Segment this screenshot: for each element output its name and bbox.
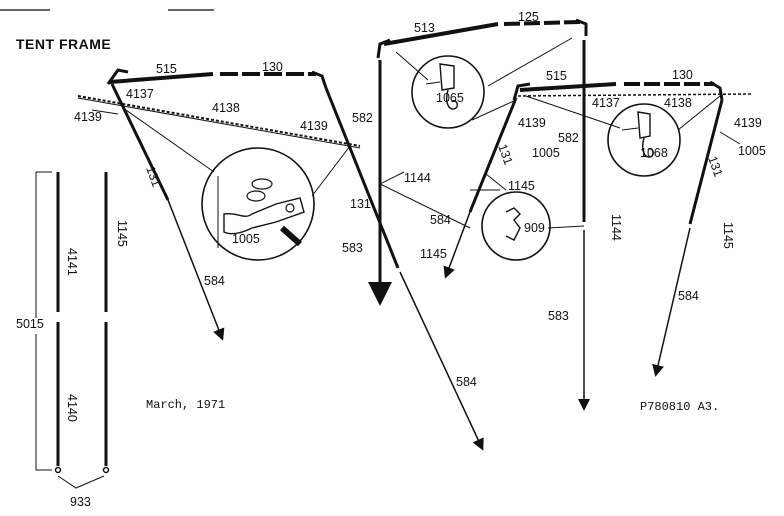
label-1068: 1068 — [640, 146, 668, 160]
detail-909 — [481, 191, 585, 261]
label-1145-center: 1145 — [420, 247, 447, 261]
label-1145-mid: 1145 — [508, 179, 535, 193]
label-584-left: 584 — [204, 274, 225, 288]
label-4139-right-a: 4139 — [518, 116, 546, 130]
center-frame — [368, 18, 590, 411]
part-labels: 515 130 4137 4138 4139 4139 131 1145 100… — [16, 10, 766, 509]
label-4139-right-b: 4139 — [734, 116, 762, 130]
label-582-a: 582 — [352, 111, 373, 125]
label-1005-right-a: 1005 — [532, 146, 560, 160]
label-4137-left: 4137 — [126, 87, 154, 101]
detail-1065 — [411, 55, 485, 129]
label-131-center: 131 — [350, 197, 371, 211]
label-1005-right-b: 1005 — [738, 144, 766, 158]
label-583-center: 583 — [342, 241, 363, 255]
label-4138-left: 4138 — [212, 101, 240, 115]
diagram-title: TENT FRAME — [16, 36, 112, 52]
label-515-right: 515 — [546, 69, 567, 83]
label-1144-center: 1144 — [404, 171, 431, 185]
right-frame — [443, 80, 753, 377]
label-933: 933 — [70, 495, 91, 509]
label-584-right: 584 — [678, 289, 699, 303]
label-130-right: 130 — [672, 68, 693, 82]
drawing-code: P780810 A3. — [640, 400, 720, 414]
label-1145-right: 1145 — [721, 222, 735, 249]
label-4140: 4140 — [65, 394, 79, 422]
label-909: 909 — [524, 221, 545, 235]
label-131-left: 131 — [143, 164, 163, 188]
label-4137-right: 4137 — [592, 96, 620, 110]
side-poles — [35, 171, 110, 489]
label-4138-right: 4138 — [664, 96, 692, 110]
label-515-left: 515 — [156, 62, 177, 76]
label-4139-left-a: 4139 — [74, 110, 102, 124]
label-513: 513 — [414, 21, 435, 35]
label-1144-right: 1144 — [609, 214, 623, 241]
detail-1005 — [201, 147, 315, 261]
label-584-long: 584 — [456, 375, 477, 389]
left-frame — [77, 68, 484, 451]
label-131-right-a: 131 — [495, 142, 515, 166]
label-131-right-b: 131 — [705, 154, 725, 178]
label-1005-left: 1005 — [232, 232, 260, 246]
label-4141: 4141 — [65, 248, 79, 276]
label-125: 125 — [518, 10, 539, 24]
label-1065: 1065 — [436, 91, 464, 105]
label-5015: 5015 — [16, 317, 44, 331]
label-1145-left: 1145 — [115, 220, 129, 247]
detail-1068 — [607, 103, 681, 177]
label-130-left: 130 — [262, 60, 283, 74]
label-582-b: 582 — [558, 131, 579, 145]
label-4139-left-b: 4139 — [300, 119, 328, 133]
date-note: March, 1971 — [146, 398, 226, 412]
label-584-center: 584 — [430, 213, 451, 227]
label-583-right: 583 — [548, 309, 569, 323]
